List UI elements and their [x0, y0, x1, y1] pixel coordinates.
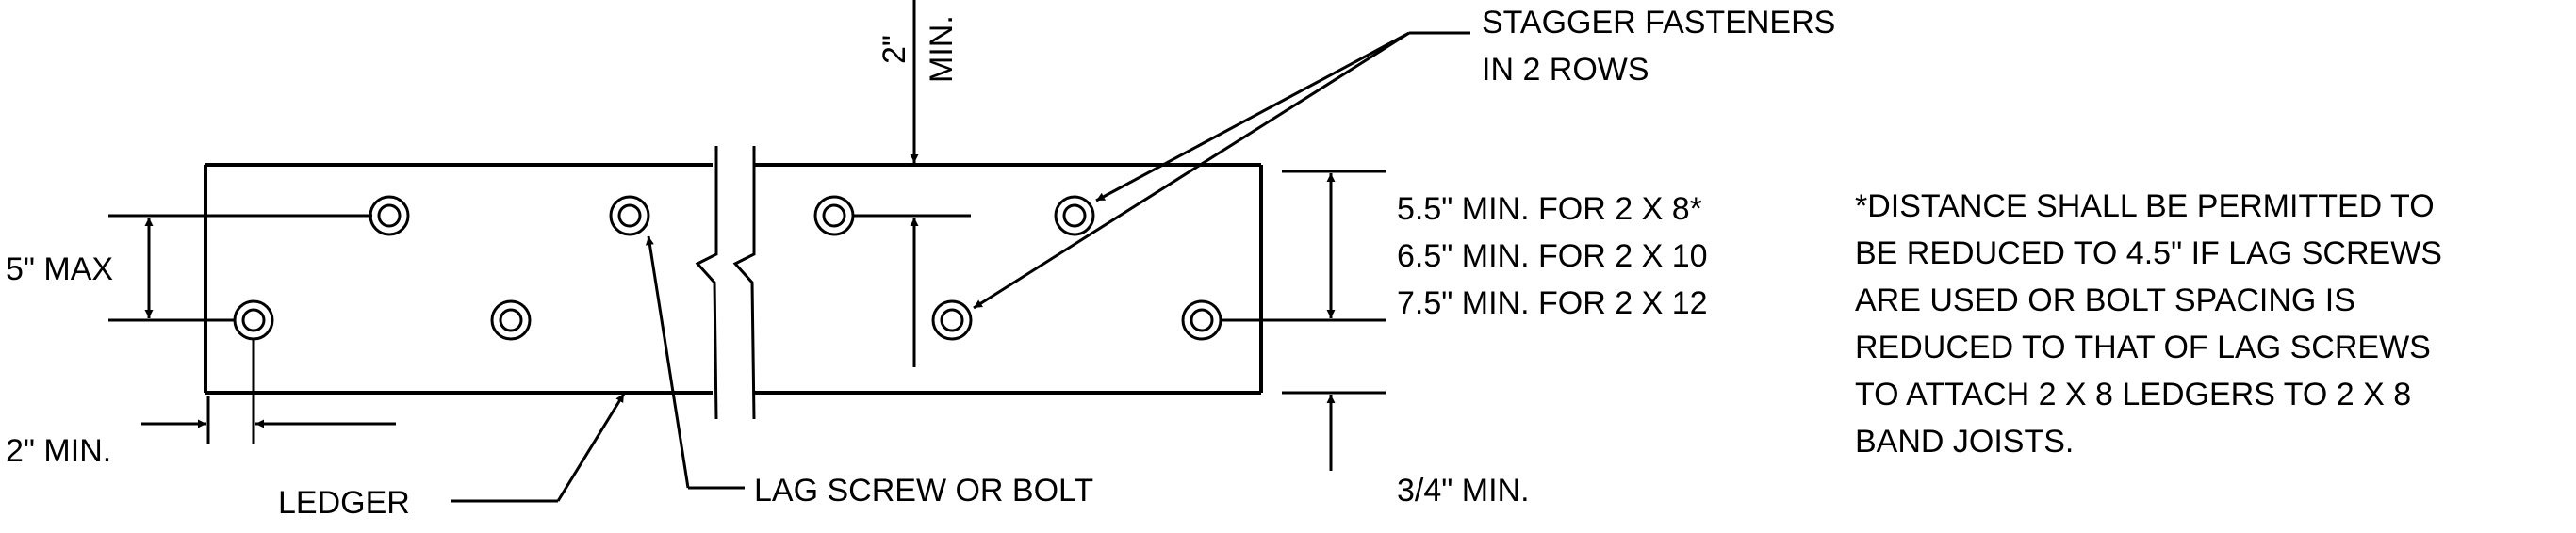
label-stagger-line1: STAGGER FASTENERS	[1482, 5, 1835, 40]
fastener-bolt	[609, 195, 650, 236]
label-joist-2x10: 6.5" MIN. FOR 2 X 10	[1397, 238, 1708, 274]
dimension-2in-min-left: 2" MIN.	[6, 339, 396, 469]
note-line-1: *DISTANCE SHALL BE PERMITTED TO	[1855, 188, 2435, 224]
fastener-bolt	[233, 299, 274, 341]
fastener-bolt	[813, 195, 855, 236]
break-lines	[695, 146, 756, 420]
ledger-board-left	[204, 163, 713, 395]
note-line-5: TO ATTACH 2 X 8 LEDGERS TO 2 X 8	[1855, 377, 2411, 412]
label-joist-2x8: 5.5" MIN. FOR 2 X 8*	[1397, 191, 1702, 227]
fastener-bolt	[1054, 195, 1095, 236]
ledger-board-right	[754, 163, 1263, 395]
fastener-bolt	[490, 299, 532, 341]
dimension-joist-depth: 5.5" MIN. FOR 2 X 8* 6.5" MIN. FOR 2 X 1…	[1222, 170, 1708, 509]
stagger-callout: STAGGER FASTENERS IN 2 ROWS	[973, 5, 1835, 310]
ledger-callout: LEDGER	[278, 393, 626, 521]
label-joist-2x12: 7.5" MIN. FOR 2 X 12	[1397, 285, 1708, 321]
note-line-6: BAND JOISTS.	[1855, 424, 2074, 460]
note-line-4: REDUCED TO THAT OF LAG SCREWS	[1855, 330, 2431, 365]
dimension-5in-max: 5" MAX	[6, 214, 372, 322]
label-min: MIN.	[924, 15, 960, 83]
note-line-2: BE REDUCED TO 4.5" IF LAG SCREWS	[1855, 235, 2442, 271]
fastener-bolt	[1181, 299, 1222, 341]
label-ledger: LEDGER	[278, 485, 410, 521]
label-2in-min-left: 2" MIN.	[6, 433, 111, 469]
lag-screw-callout: LAG SCREW OR BOLT	[645, 235, 1093, 509]
label-2in: 2"	[877, 35, 912, 64]
note-line-3: ARE USED OR BOLT SPACING IS	[1855, 283, 2355, 318]
note-block: *DISTANCE SHALL BE PERMITTED TO BE REDUC…	[1855, 188, 2442, 460]
label-lag-screw: LAG SCREW OR BOLT	[754, 473, 1093, 509]
fasteners	[233, 195, 1222, 341]
label-stagger-line2: IN 2 ROWS	[1482, 52, 1649, 88]
fastener-bolt	[369, 195, 410, 236]
label-5in-max: 5" MAX	[6, 251, 113, 287]
label-3-4-min: 3/4" MIN.	[1397, 473, 1530, 509]
dimension-2in-min-top: 2" MIN.	[852, 0, 971, 367]
fastener-bolt	[931, 299, 973, 341]
